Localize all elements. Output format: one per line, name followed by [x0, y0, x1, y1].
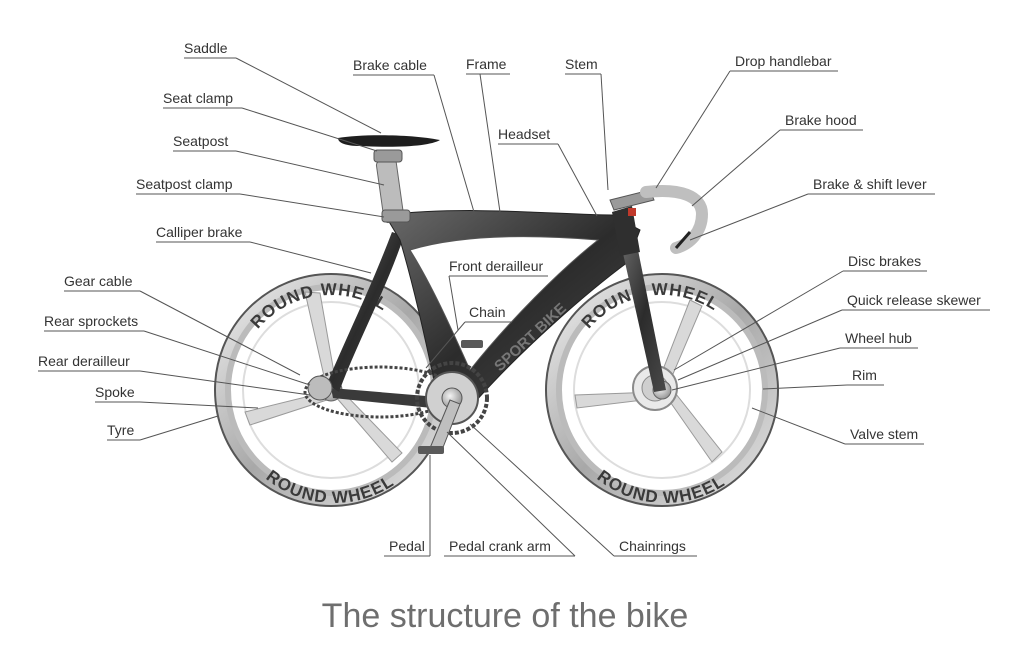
label-spoke-text: Spoke	[95, 384, 135, 400]
label-brake-hood-text: Brake hood	[785, 112, 857, 128]
label-rim-text: Rim	[852, 367, 877, 383]
label-headset-text: Headset	[498, 126, 550, 142]
label-quick-release-skewer-text: Quick release skewer	[847, 292, 981, 308]
label-brake-shift-lever: Brake & shift lever	[689, 176, 935, 241]
label-disc-brakes-text: Disc brakes	[848, 253, 921, 269]
label-valve-stem-text: Valve stem	[850, 426, 918, 442]
label-frame-text: Frame	[466, 56, 507, 72]
label-chain: Chain	[425, 304, 512, 369]
label-frame: Frame	[466, 56, 510, 213]
seatpost-assembly	[338, 135, 440, 224]
label-pedal: Pedal	[384, 455, 431, 557]
label-drop-handlebar: Drop handlebar	[655, 53, 838, 189]
label-disc-brakes: Disc brakes	[673, 253, 927, 371]
label-brake-shift-lever-text: Brake & shift lever	[813, 176, 927, 192]
label-stem-text: Stem	[565, 56, 598, 72]
label-front-derailleur-text: Front derailleur	[449, 258, 543, 274]
label-pedal-crank-arm: Pedal crank arm	[444, 431, 576, 557]
label-pedal-crank-arm-text: Pedal crank arm	[449, 538, 551, 554]
labels-top: Brake cable Frame Stem Headset Front der…	[353, 56, 609, 369]
drivetrain	[303, 340, 489, 454]
label-rear-derailleur-text: Rear derailleur	[38, 353, 130, 369]
label-drop-handlebar-text: Drop handlebar	[735, 53, 832, 69]
frame: SPORT BIKE	[327, 206, 666, 411]
label-seatpost: Seatpost	[173, 133, 385, 186]
label-seatpost-text: Seatpost	[173, 133, 228, 149]
label-tyre-text: Tyre	[107, 422, 134, 438]
label-seat-clamp-text: Seat clamp	[163, 90, 233, 106]
label-brake-hood: Brake hood	[691, 112, 863, 207]
label-seat-clamp: Seat clamp	[163, 90, 378, 152]
label-calliper-brake: Calliper brake	[156, 224, 372, 274]
label-valve-stem: Valve stem	[751, 407, 924, 445]
label-saddle: Saddle	[184, 40, 382, 134]
diagram-title: The structure of the bike	[322, 597, 689, 635]
label-spoke: Spoke	[95, 384, 259, 409]
label-calliper-brake-text: Calliper brake	[156, 224, 243, 240]
label-seatpost-clamp-text: Seatpost clamp	[136, 176, 233, 192]
label-stem: Stem	[565, 56, 609, 191]
label-seatpost-clamp: Seatpost clamp	[136, 176, 385, 218]
label-rear-sprockets: Rear sprockets	[44, 313, 311, 386]
label-wheel-hub: Wheel hub	[671, 330, 918, 391]
label-chain-text: Chain	[469, 304, 506, 320]
label-gear-cable-text: Gear cable	[64, 273, 133, 289]
label-chainrings: Chainrings	[469, 423, 697, 557]
label-rear-derailleur: Rear derailleur	[38, 353, 311, 396]
cockpit	[609, 185, 709, 254]
label-quick-release-skewer: Quick release skewer	[677, 292, 990, 381]
label-wheel-hub-text: Wheel hub	[845, 330, 912, 346]
labels-left: Saddle Seat clamp Seatpost Seatpost clam…	[38, 40, 385, 441]
label-headset: Headset	[498, 126, 598, 217]
label-front-derailleur: Front derailleur	[448, 258, 548, 331]
labels-right: Drop handlebar Brake hood Brake & shift …	[655, 53, 990, 445]
bike-illustration: ROUND WHEEL ROUND WHEEL ROUND WHEEL	[214, 135, 779, 507]
label-brake-cable: Brake cable	[353, 57, 475, 213]
label-saddle-text: Saddle	[184, 40, 228, 56]
label-rim: Rim	[762, 367, 884, 390]
label-brake-cable-text: Brake cable	[353, 57, 427, 73]
label-gear-cable: Gear cable	[64, 273, 301, 376]
label-chainrings-text: Chainrings	[619, 538, 686, 554]
labels-bottom: Pedal Pedal crank arm Chainrings	[384, 423, 697, 557]
front-wheel-spokes	[574, 299, 723, 463]
label-rear-sprockets-text: Rear sprockets	[44, 313, 138, 329]
label-pedal-text: Pedal	[389, 538, 425, 554]
label-tyre: Tyre	[107, 415, 219, 441]
